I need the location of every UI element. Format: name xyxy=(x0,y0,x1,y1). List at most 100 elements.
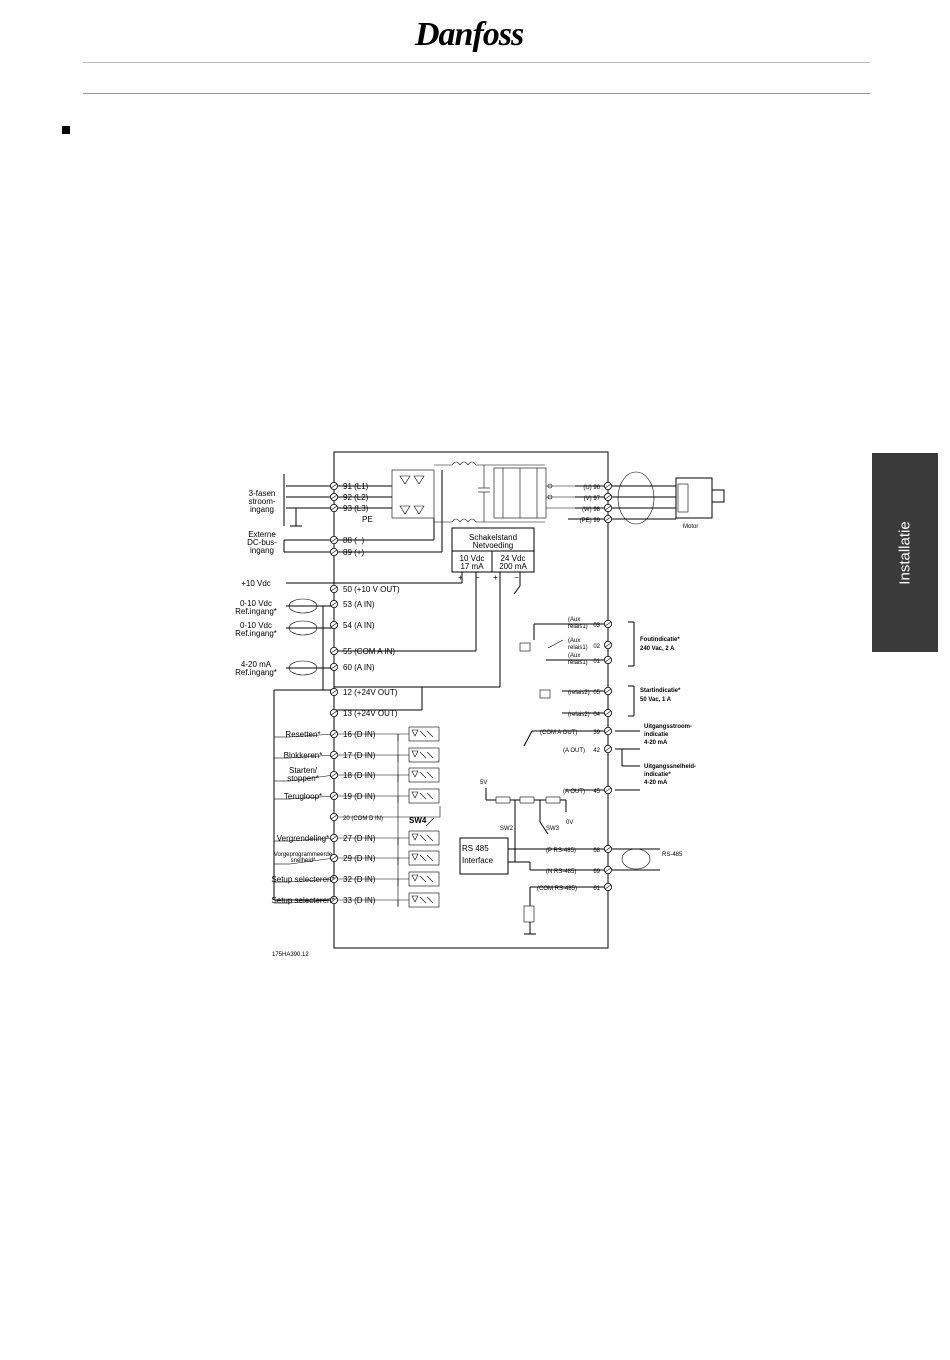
terminal-label-u96: (U) 96 xyxy=(583,485,600,491)
switch-label-3: Starten/stoppen* xyxy=(287,766,319,783)
rs485-wires xyxy=(508,848,660,935)
pe-label: PE xyxy=(362,515,373,524)
terminal-labels: 91 (L1)92 (L2)93 (L3)88 (−)89 (+)50 (+10… xyxy=(343,482,400,905)
supply-minus-b: − xyxy=(514,573,519,582)
switch-labels: Resetten*Blokkeren*Starten/stoppen*Terug… xyxy=(271,730,334,905)
terminal-label-t88: 88 (−) xyxy=(343,536,364,545)
terminal-label-t33: 33 (D IN) xyxy=(343,896,376,905)
terminal-label-t13: 13 (+24V OUT) xyxy=(343,709,398,718)
switch-label-7: Setup selecteren* xyxy=(271,875,334,884)
terminal-label-t53: 53 (A IN) xyxy=(343,600,375,609)
terminal-label-t92: 92 (L2) xyxy=(343,493,369,502)
inverter-igbt xyxy=(493,467,575,519)
dcbus-wires xyxy=(283,470,443,553)
rs485-box xyxy=(459,837,509,875)
optocoupler-8 xyxy=(408,892,440,908)
terminal-label-t12: 12 (+24V OUT) xyxy=(343,688,398,697)
supply-plus-a: + xyxy=(458,573,463,582)
mains-wires xyxy=(286,485,392,527)
optocoupler-4 xyxy=(408,788,440,804)
v0-label: 0V xyxy=(566,820,573,826)
dc-link-inductor xyxy=(434,461,545,523)
figure-code: 175HA390.12 xyxy=(272,952,309,958)
drive-enclosure xyxy=(333,451,609,949)
switch-label-4: Terugloop* xyxy=(284,792,322,801)
terminal-desc-aout-39: (COM A OUT) xyxy=(540,730,577,736)
danfoss-logo: Danfoss xyxy=(415,16,524,53)
digital-input-optocouplers xyxy=(274,726,441,908)
supply-box xyxy=(451,527,535,573)
relay-section xyxy=(519,623,608,714)
dc-capacitor xyxy=(478,465,490,522)
terminal-label-t16: 16 (D IN) xyxy=(343,730,376,739)
terminal-label-t60: 60 (A IN) xyxy=(343,663,375,672)
terminal-label-pe99: (PE) 99 xyxy=(580,518,601,524)
switch-label-8: Setup selecteren* xyxy=(271,896,334,905)
terminal-num-relay-02: 02 xyxy=(593,644,600,650)
sw4-label: SW4 xyxy=(409,816,427,825)
terminal-num-aout-42: 42 xyxy=(593,748,600,754)
terminal-num-aout-39: 39 xyxy=(593,730,600,736)
terminal-num-rs485-68: 68 xyxy=(593,848,600,854)
terminal-desc-aout-45: (A OUT) xyxy=(563,789,585,795)
optocoupler-3 xyxy=(408,767,440,783)
analog-in-wires xyxy=(286,572,521,690)
terminal-label-t17: 17 (D IN) xyxy=(343,751,376,760)
relay-braces xyxy=(615,621,640,791)
terminal-desc-aout-42: (A OUT) xyxy=(563,748,585,754)
terminal-label-t19: 19 (D IN) xyxy=(343,792,376,801)
terminal-label-t29: 29 (D IN) xyxy=(343,854,376,863)
terminal-desc-relay-04: (relais2) xyxy=(568,712,590,718)
terminal-label-t50: 50 (+10 V OUT) xyxy=(343,585,400,594)
supply-plus-b: + xyxy=(493,573,498,582)
optocoupler-1 xyxy=(408,726,440,742)
relay1-desc: Foutindicatie*240 Vac, 2 A xyxy=(640,637,680,652)
terminal-num-rs485-69: 69 xyxy=(593,869,600,875)
rs485-label: RS-485 xyxy=(662,852,683,858)
terminal-label-t27: 27 (D IN) xyxy=(343,834,376,843)
terminal-desc-rs485-68: (P RS-485) xyxy=(546,848,576,854)
optocoupler-2 xyxy=(408,747,440,763)
terminal-label-t20: 20 (COM D IN) xyxy=(343,816,383,822)
terminal-label-t89: 89 (+) xyxy=(343,548,364,557)
motor-label: Motor xyxy=(683,524,698,530)
terminal-num-relay-01: 01 xyxy=(593,659,600,665)
terminal-desc-relay-05: (relais2) xyxy=(568,690,590,696)
terminal-label-w98: (W) 98 xyxy=(582,507,601,513)
terminal-label-t55: 55 (COM A IN) xyxy=(343,647,395,656)
rectifier-bridge xyxy=(378,469,435,519)
optocoupler-5 xyxy=(408,830,440,846)
vdc10-label: +10 Vdc xyxy=(241,579,271,588)
analog-out-wires xyxy=(485,730,608,862)
terminal-label-t18: 18 (D IN) xyxy=(343,771,376,780)
v5-label: 5V xyxy=(480,780,487,786)
terminal-num-relay-03: 03 xyxy=(593,623,600,629)
motor-output-wires xyxy=(568,471,676,525)
shielded-cable-icons xyxy=(288,598,318,676)
relay2-desc: Startindicatie*50 Vac, 1 A xyxy=(640,688,681,703)
terminal-label-t93: 93 (L3) xyxy=(343,504,369,513)
optocoupler-6 xyxy=(408,850,440,866)
header-rule-top xyxy=(83,62,870,63)
sw2-label: SW2 xyxy=(500,826,514,832)
terminal-num-relay-05: 05 xyxy=(593,690,600,696)
section-side-tab[interactable]: Installatie xyxy=(872,453,938,652)
terminal-label-t54: 54 (A IN) xyxy=(343,621,375,630)
sw3-label: SW3 xyxy=(546,826,560,832)
